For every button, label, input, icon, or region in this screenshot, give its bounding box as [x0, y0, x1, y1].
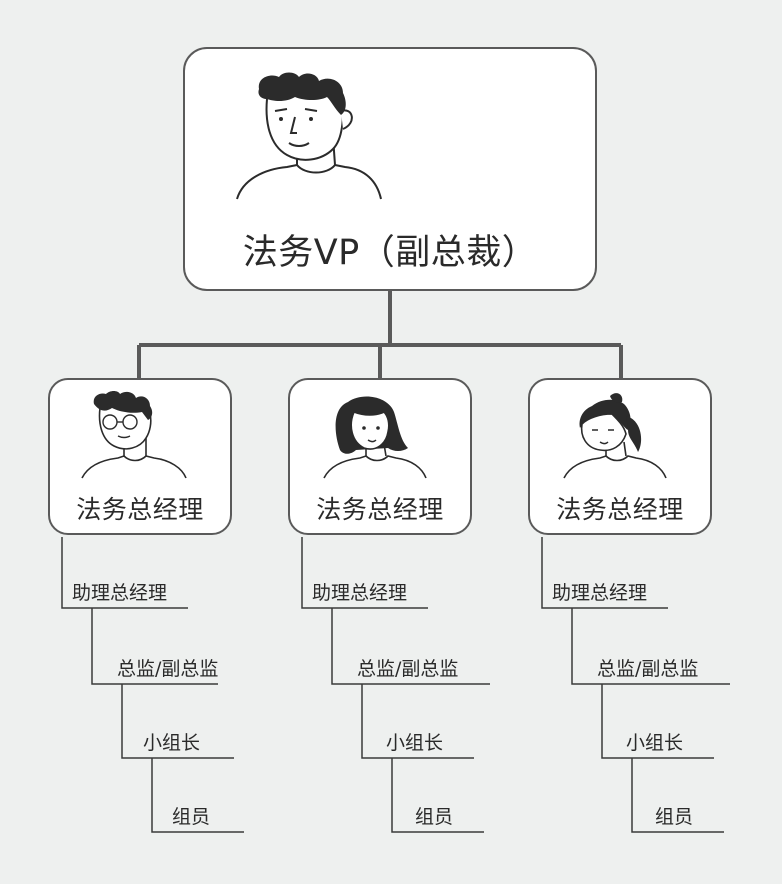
hierarchy-steps-1 — [61, 537, 244, 833]
manager-title-2: 法务总经理 — [316, 495, 444, 524]
level-label-team-lead-3: 小组长 — [626, 732, 684, 754]
level-label-team-lead-2: 小组长 — [386, 732, 444, 754]
level-label-team-lead-1: 小组长 — [143, 732, 201, 754]
hierarchy-steps-3 — [541, 537, 730, 833]
level-label-member-1: 组员 — [172, 806, 211, 828]
level-label-assistant-gm-1: 助理总经理 — [72, 582, 168, 604]
manager-box-2: 法务总经理 — [288, 378, 472, 535]
man-with-glasses-avatar-icon — [81, 391, 187, 479]
level-label-director-3: 总监/副总监 — [597, 658, 699, 680]
manager-box-1: 法务总经理 — [48, 378, 232, 535]
manager-title-3: 法务总经理 — [556, 495, 684, 524]
level-label-assistant-gm-3: 助理总经理 — [552, 582, 648, 604]
manager-title-1: 法务总经理 — [76, 495, 204, 524]
manager-box-3: 法务总经理 — [528, 378, 712, 535]
level-label-member-2: 组员 — [415, 806, 454, 828]
man-avatar-icon — [236, 72, 382, 200]
level-label-director-1: 总监/副总监 — [117, 658, 219, 680]
vp-title: 法务VP（副总裁） — [242, 233, 538, 273]
level-label-member-3: 组员 — [655, 806, 694, 828]
hierarchy-steps-2 — [301, 537, 490, 833]
woman-long-hair-avatar-icon — [323, 396, 427, 479]
level-label-director-2: 总监/副总监 — [357, 658, 459, 680]
level-label-assistant-gm-2: 助理总经理 — [312, 582, 408, 604]
vp-box: 法务VP（副总裁） — [183, 47, 597, 291]
woman-ponytail-avatar-icon — [563, 393, 667, 479]
